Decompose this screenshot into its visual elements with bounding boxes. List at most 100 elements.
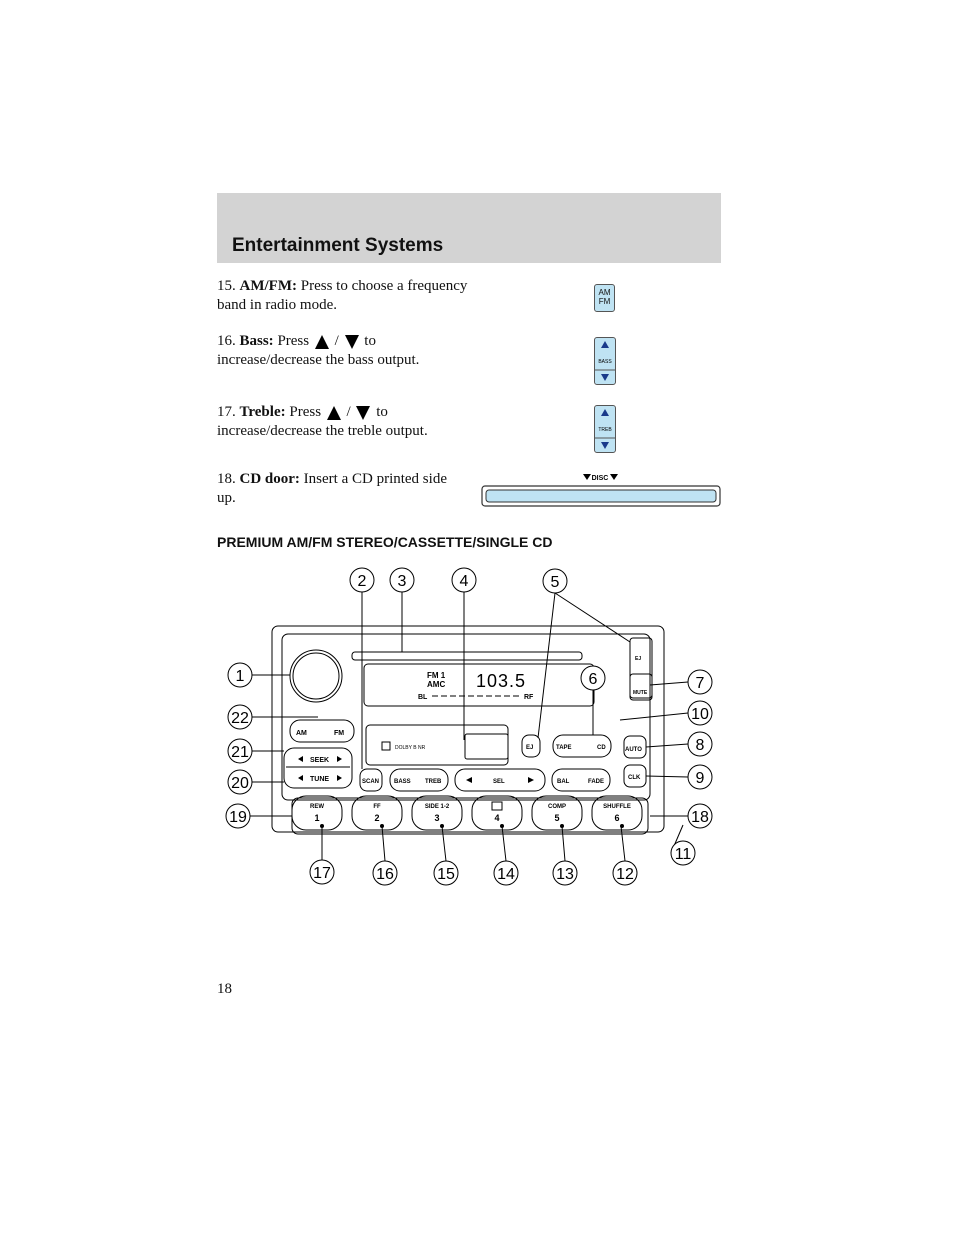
power-volume-knob: [289, 649, 343, 703]
page-number: 18: [217, 981, 232, 997]
callout-number: 14: [497, 866, 515, 883]
entry-number: 18.: [217, 471, 236, 487]
bass-icon-label: BASS: [598, 359, 612, 365]
amfm-icon-fm: FM: [598, 297, 611, 306]
callout-circle: [225, 803, 251, 829]
seek-left-icon: [298, 756, 303, 762]
preset-bar: [291, 797, 649, 835]
callout-number: 21: [231, 744, 249, 761]
callout-number: 18: [691, 809, 709, 826]
display-bl: BL: [418, 694, 428, 701]
entry-text: Press: [289, 404, 322, 420]
mute-label: MUTE: [633, 690, 648, 696]
up-arrow-icon: [601, 409, 609, 416]
preset-label: SIDE 1-2: [425, 804, 450, 810]
sel-label: SEL: [493, 779, 505, 785]
preset-button-1: [291, 795, 343, 831]
preset-label: FF: [373, 804, 381, 810]
callout-circle: [227, 738, 253, 764]
callout-number: 20: [231, 775, 249, 792]
callout-leader-line: [554, 592, 631, 643]
cd-label: CD: [597, 745, 606, 751]
entry-text: to increase/decrease the bass output.: [217, 333, 420, 368]
dolby-icon: [381, 741, 391, 751]
callout-leader-line: [441, 825, 447, 862]
callout-number: 1: [236, 668, 245, 685]
clk-label: CLK: [628, 775, 641, 781]
entry-number: 17.: [217, 404, 236, 420]
entry-bass: 16. Bass: Press / to increase/decrease t…: [217, 333, 420, 368]
preset-number: 1: [314, 813, 319, 823]
callout-number: 4: [460, 573, 469, 590]
callout-circle: [612, 860, 638, 886]
preset-button-5: [531, 795, 583, 831]
callout-number: 16: [376, 866, 394, 883]
entry-text: Press to choose a frequency band in radi…: [217, 278, 468, 313]
callout-number: 8: [696, 737, 705, 754]
callout-leader-line: [381, 825, 386, 862]
callout-number: 2: [358, 573, 367, 590]
preset-label: SHUFFLE: [603, 804, 631, 810]
down-arrow-icon: [601, 442, 609, 449]
callout-number: 17: [313, 865, 331, 882]
callout-circle: [227, 769, 253, 795]
down-arrow-icon: [344, 334, 359, 349]
callout-number: 7: [696, 675, 705, 692]
bass-button-icon: BASS: [594, 337, 616, 385]
callout-circle: [309, 859, 335, 885]
preset-number: 5: [554, 813, 559, 823]
callout-number: 15: [437, 866, 455, 883]
callout-circle: [552, 860, 578, 886]
entry-text: Press: [277, 333, 310, 349]
bass-icon-svg: BASS: [595, 341, 615, 381]
bal-fade-button: [551, 768, 611, 792]
callout-circle: [372, 860, 398, 886]
preset-number: 2: [374, 813, 379, 823]
sel-left-icon: [466, 777, 472, 783]
callout-circle: [687, 669, 713, 695]
entry-text: Insert a CD printed side up.: [217, 471, 447, 506]
radio-upper-panel: [281, 633, 651, 801]
page-title: Entertainment Systems: [232, 235, 444, 256]
callout-circle: [349, 567, 375, 593]
callout-number: 13: [556, 866, 574, 883]
bass-treb-button: [389, 768, 449, 792]
callout-circle: [580, 665, 606, 691]
cd-door-icon: DISC: [481, 474, 721, 507]
preset-dot: [620, 824, 624, 828]
entry-label: CD door:: [239, 471, 300, 487]
am-label: AM: [296, 730, 307, 737]
treb-label: TREB: [425, 779, 442, 785]
callout-number: 11: [675, 846, 692, 863]
preset-button-4: [471, 795, 523, 831]
amfm-icon-am: AM: [598, 288, 611, 297]
down-arrow-icon: [583, 474, 591, 480]
callout-circle: [670, 840, 696, 866]
display-rf: RF: [524, 694, 534, 701]
callout-number: 10: [691, 706, 709, 723]
entry-amfm: 15. AM/FM: Press to choose a frequency b…: [217, 277, 487, 315]
dolby-icon: [491, 801, 503, 811]
preset-label: REW: [310, 804, 324, 810]
preset-number: 6: [614, 813, 619, 823]
callout-leader-line: [619, 712, 689, 721]
callout-circle: [687, 803, 713, 829]
display-frequency: 103.5: [476, 671, 526, 691]
up-arrow-icon: [601, 341, 609, 348]
amfm-button: [289, 719, 355, 743]
sel-right-icon: [528, 777, 534, 783]
fm-label: FM: [334, 730, 344, 737]
tune-label: TUNE: [310, 776, 329, 783]
tape-cd-button: [552, 734, 612, 758]
ej-cassette-button: [521, 734, 541, 758]
preset-number: 3: [434, 813, 439, 823]
callout-circle: [389, 567, 415, 593]
tune-right-icon: [337, 775, 342, 781]
entry-label: AM/FM:: [239, 278, 297, 294]
callout-number: 9: [696, 770, 705, 787]
callout-leader-line: [645, 743, 689, 748]
down-arrow-icon: [356, 405, 371, 420]
down-arrow-icon: [610, 474, 618, 480]
display-amc: AMC: [427, 680, 445, 689]
